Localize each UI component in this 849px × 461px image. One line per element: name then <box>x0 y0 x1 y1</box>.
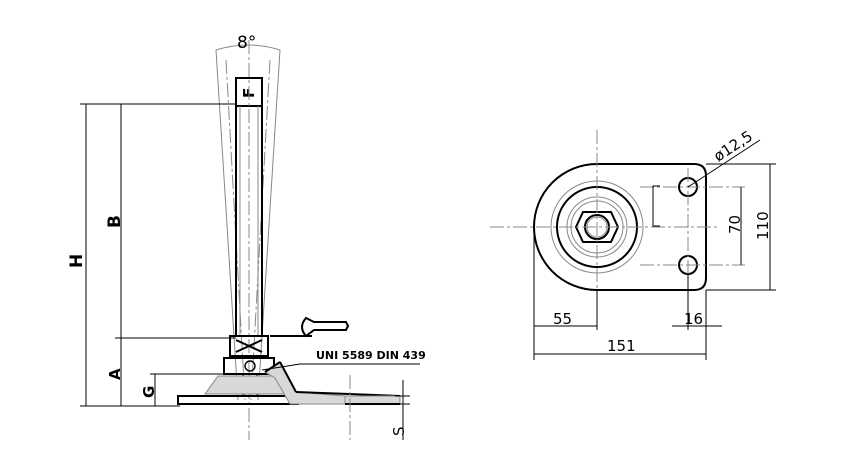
angle-label: 8° <box>237 33 256 53</box>
dim-110: 110 <box>754 211 772 240</box>
side-view: 8° F <box>67 33 426 440</box>
label-b: B <box>105 215 125 228</box>
label-g: G <box>140 386 158 398</box>
base-plate <box>177 361 401 405</box>
label-a: A <box>106 368 124 380</box>
dim-70: 70 <box>726 215 744 234</box>
standard-note: UNI 5589 DIN 439 <box>316 349 426 362</box>
dim-16: 16 <box>684 310 703 328</box>
label-s: S <box>390 426 408 436</box>
plate-outline <box>533 163 707 291</box>
dim-55: 55 <box>553 310 572 328</box>
hex-nut <box>229 335 269 357</box>
label-h: H <box>67 254 87 268</box>
wrench-icon <box>270 316 350 338</box>
hole-diameter: ø12,5 <box>710 127 756 165</box>
top-view: ø12,5 70 110 55 16 151 <box>490 127 776 360</box>
dim-151: 151 <box>607 337 636 355</box>
